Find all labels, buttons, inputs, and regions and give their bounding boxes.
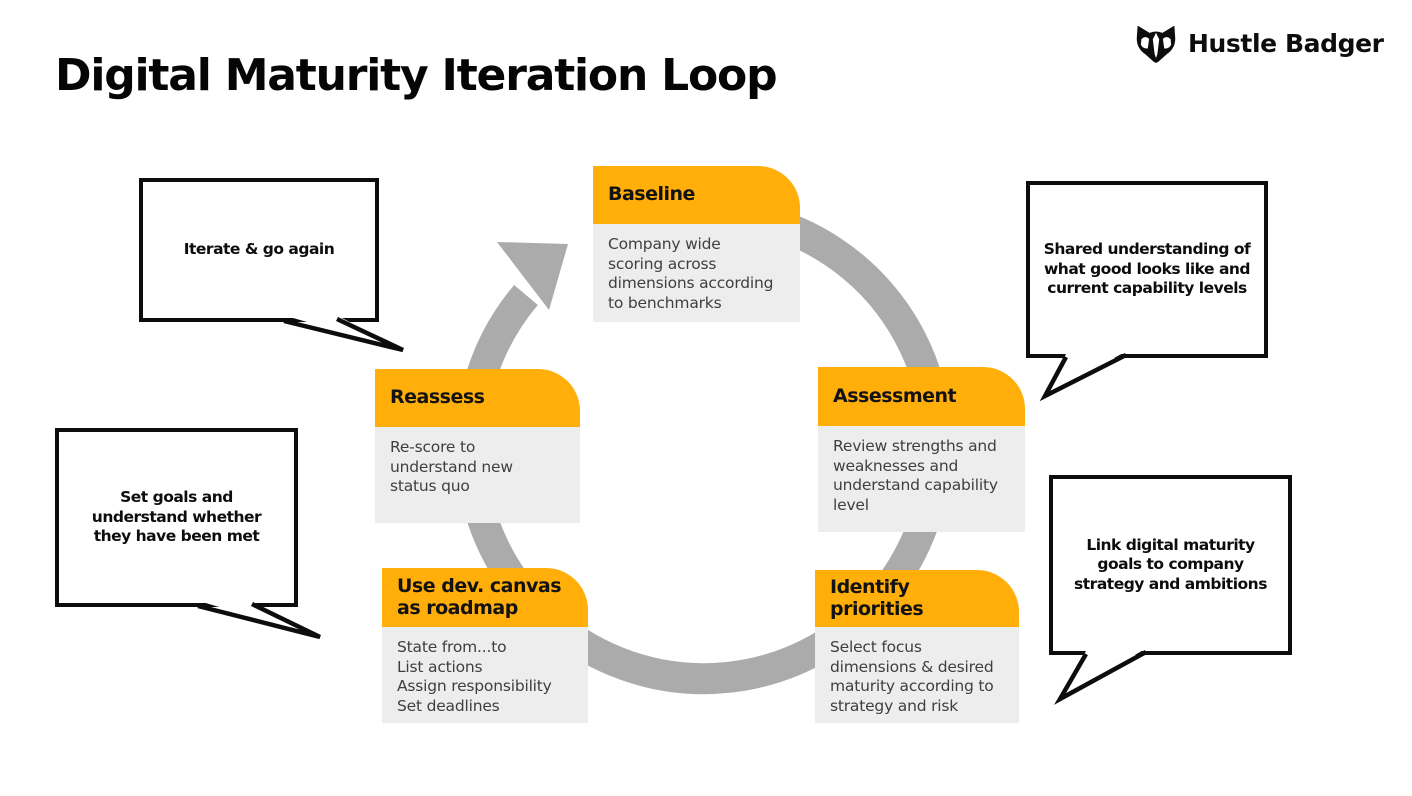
- brand-name: Hustle Badger: [1188, 28, 1384, 58]
- callout-tail-outline: [1039, 352, 1128, 402]
- callout-tail: [1060, 649, 1145, 699]
- loop-arrowhead-icon: [497, 242, 568, 310]
- callout-tail-outline: [283, 316, 404, 353]
- step-description: Review strengths and weaknesses and unde…: [818, 426, 1025, 532]
- step-description: Select focus dimensions & desired maturi…: [815, 627, 1019, 723]
- step-card-reassess: Reassess Re-score to understand new stat…: [375, 369, 580, 523]
- step-card-assessment: Assessment Review strengths and weakness…: [818, 367, 1025, 532]
- callout-iterate: Iterate & go again: [139, 178, 379, 322]
- callout-text: Iterate & go again: [183, 240, 335, 259]
- callout-text: Shared understanding of what good looks …: [1043, 240, 1251, 298]
- callout-tail-outline: [197, 601, 321, 640]
- step-card-baseline: Baseline Company wide scoring across dim…: [593, 166, 800, 322]
- step-card-dev-canvas: Use dev. canvas as roadmap State from...…: [382, 568, 588, 723]
- step-title: Reassess: [375, 369, 580, 427]
- step-description: Company wide scoring across dimensions a…: [593, 224, 800, 322]
- callout-shared-understanding: Shared understanding of what good looks …: [1026, 181, 1268, 358]
- step-card-identify-priorities: Identify priorities Select focus dimensi…: [815, 570, 1019, 723]
- step-title: Baseline: [593, 166, 800, 224]
- step-title: Use dev. canvas as roadmap: [382, 568, 588, 627]
- callout-text: Link digital maturity goals to company s…: [1074, 535, 1267, 593]
- callout-set-goals: Set goals and understand whether they ha…: [55, 428, 298, 607]
- step-description: State from...to List actions Assign resp…: [382, 627, 588, 723]
- step-title: Identify priorities: [815, 570, 1019, 627]
- callout-tail-outline: [1054, 650, 1148, 705]
- callout-tail: [1045, 352, 1125, 396]
- step-description: Re-score to understand new status quo: [375, 427, 580, 523]
- badger-icon: [1136, 25, 1176, 63]
- step-title: Assessment: [818, 367, 1025, 426]
- callout-link-goals: Link digital maturity goals to company s…: [1049, 475, 1292, 655]
- callout-text: Set goals and understand whether they ha…: [91, 488, 262, 546]
- brand-logo: Hustle Badger: [1134, 21, 1384, 65]
- page-title: Digital Maturity Iteration Loop: [55, 50, 778, 101]
